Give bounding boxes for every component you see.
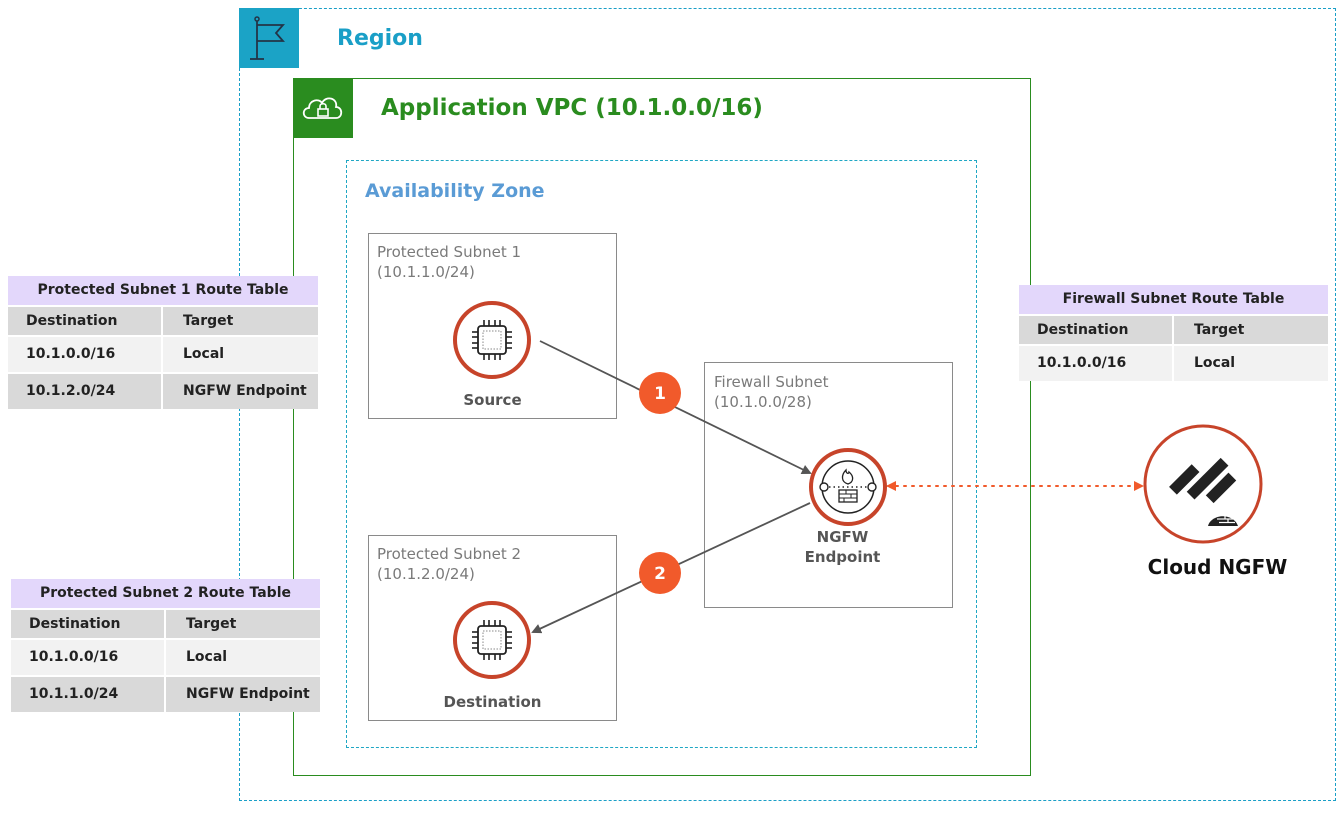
table-row: 10.1.0.0/16 Local (1019, 344, 1328, 381)
vpc-icon-box (293, 78, 353, 138)
route-table-firewall-subnet: Firewall Subnet Route Table Destination … (1019, 285, 1328, 381)
region-icon-box (239, 8, 299, 68)
svg-text:2: 2 (654, 564, 666, 584)
route-table-protected-subnet-1: Protected Subnet 1 Route Table Destinati… (8, 276, 318, 409)
destination-label: Destination (443, 693, 542, 711)
step-badge-1: 1 (639, 372, 681, 414)
ec2-chip-icon (453, 301, 531, 379)
svg-text:1: 1 (654, 384, 666, 404)
ec2-chip-icon (453, 601, 531, 679)
table-row: 10.1.1.0/24 NGFW Endpoint (11, 675, 320, 712)
ngfw-endpoint-label: NGFW Endpoint (804, 528, 881, 566)
route-table-title: Firewall Subnet Route Table (1019, 285, 1328, 314)
region-title: Region (337, 26, 423, 51)
route-table-header-row: Destination Target (11, 608, 320, 638)
vpc-title: Application VPC (10.1.0.0/16) (381, 95, 763, 121)
table-row: 10.1.0.0/16 Local (8, 335, 318, 372)
firewall-subnet-title: Firewall Subnet (10.1.0.0/28) (714, 373, 829, 411)
route-table-title: Protected Subnet 1 Route Table (8, 276, 318, 305)
protected-subnet-2: Protected Subnet 2 (10.1.2.0/24) Destina… (368, 535, 617, 721)
availability-zone-boundary (346, 160, 977, 748)
protected-subnet-2-title: Protected Subnet 2 (10.1.2.0/24) (377, 545, 522, 583)
route-table-header-row: Destination Target (8, 305, 318, 335)
cloud-ngfw-label: Cloud NGFW (1147, 555, 1288, 579)
flag-icon (250, 16, 285, 60)
source-label: Source (463, 391, 522, 409)
table-row: 10.1.2.0/24 NGFW Endpoint (8, 372, 318, 409)
route-table-title: Protected Subnet 2 Route Table (11, 579, 320, 608)
firewall-endpoint-icon (809, 448, 887, 526)
cloud-lock-icon (302, 97, 343, 119)
route-table-protected-subnet-2: Protected Subnet 2 Route Table Destinati… (11, 579, 320, 712)
palo-alto-logo-icon (1143, 424, 1263, 544)
protected-subnet-1-title: Protected Subnet 1 (10.1.1.0/24) (377, 243, 522, 281)
availability-zone-title: Availability Zone (365, 180, 545, 202)
vpc-boundary (293, 78, 1031, 776)
route-table-header-row: Destination Target (1019, 314, 1328, 344)
step-badge-2: 2 (639, 552, 681, 594)
table-row: 10.1.0.0/16 Local (11, 638, 320, 675)
